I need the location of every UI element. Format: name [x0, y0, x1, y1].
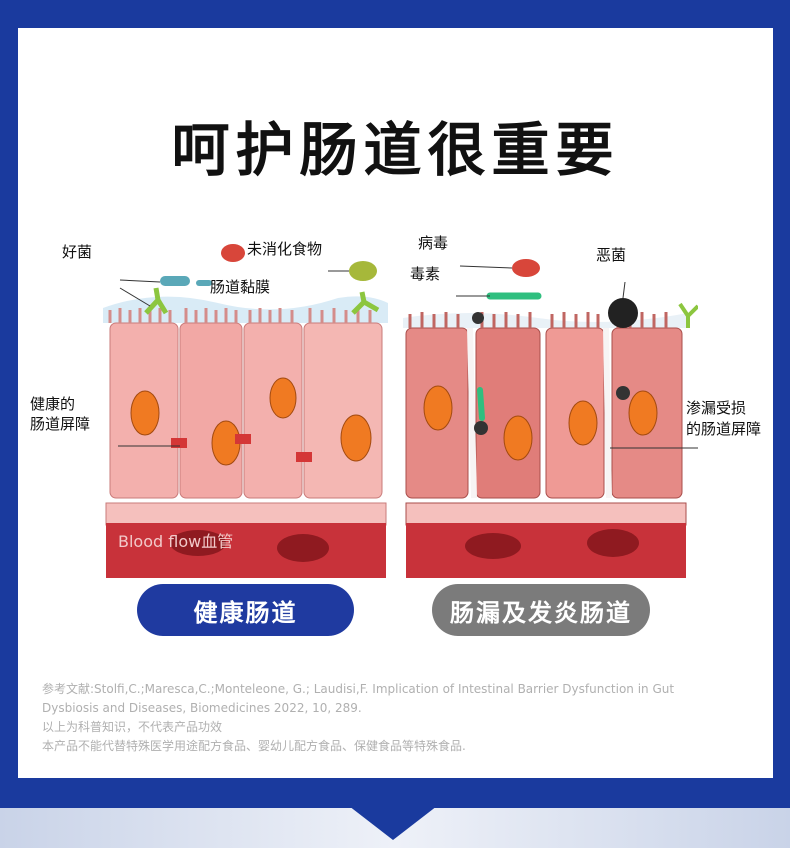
content-panel: 呵护肠道很重要 [18, 28, 773, 778]
label-healthy-barrier-line1: 健康的 [30, 395, 76, 413]
healthy-gut-button[interactable]: 健康肠道 [137, 584, 354, 636]
label-damaged-barrier-line1: 渗漏受损 [686, 399, 747, 417]
label-blood-flow: Blood flow血管 [118, 532, 234, 551]
references: 参考文献:Stolfi,C.;Maresca,C.;Monteleone, G.… [42, 680, 762, 756]
leaky-gut-illustration [403, 259, 698, 578]
label-bad-bacteria: 恶菌 [596, 246, 627, 264]
label-mucus: 肠道黏膜 [210, 278, 271, 296]
label-damaged-barrier-line2: 的肠道屏障 [686, 420, 762, 438]
label-toxin: 毒素 [410, 265, 441, 283]
reference-line: Dysbiosis and Diseases, Biomedicines 202… [42, 701, 362, 715]
leaky-gut-button[interactable]: 肠漏及发炎肠道 [432, 584, 650, 636]
label-undigested-food: 未消化食物 [247, 240, 323, 258]
chevron-down-icon [349, 806, 437, 840]
label-virus: 病毒 [418, 234, 449, 252]
disclaimer-line: 本产品不能代替特殊医学用途配方食品、婴幼儿配方食品、保健食品等特殊食品. [42, 739, 466, 753]
page-title: 呵护肠道很重要 [171, 116, 620, 184]
disclaimer-line: 以上为科普知识，不代表产品功效 [42, 720, 223, 734]
reference-line: 参考文献:Stolfi,C.;Maresca,C.;Monteleone, G.… [42, 682, 675, 696]
healthy-gut-illustration [103, 244, 388, 578]
label-good-bacteria: 好菌 [62, 243, 93, 261]
label-healthy-barrier-line2: 肠道屏障 [30, 415, 91, 433]
